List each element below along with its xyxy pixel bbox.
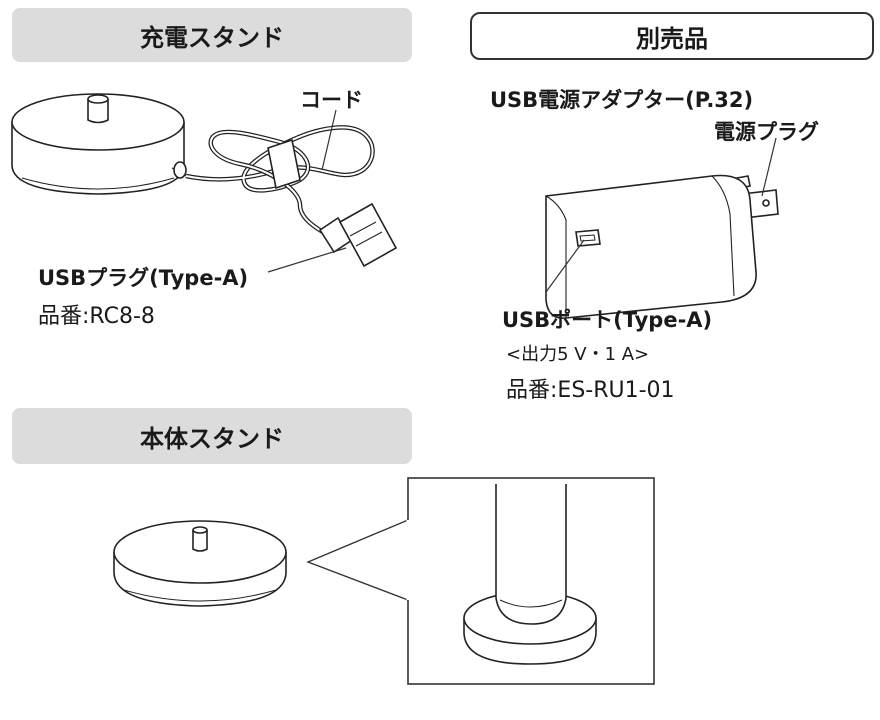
accessory-title: 別売品	[636, 24, 708, 53]
charging-stand-illustration	[11, 93, 398, 268]
body-stand-illustration	[113, 520, 287, 607]
output-spec: <出力5 V・1 A>	[506, 344, 650, 365]
charging-stand-title: 充電スタンド	[140, 23, 284, 52]
charging-stand-part-number: 品番:RC8-8	[38, 304, 155, 329]
cord-label: コード	[300, 88, 363, 112]
charging-stand-header: 充電スタンド	[12, 8, 412, 62]
body-stand-header: 本体スタンド	[12, 408, 412, 464]
detail-zoom-box	[406, 477, 655, 685]
usb-port-label: USBポート(Type-A)	[502, 308, 713, 332]
power-plug-label: 電源プラグ	[714, 120, 819, 144]
adapter-title: USB電源アダプター(P.32)	[490, 88, 754, 112]
usb-adapter-illustration	[545, 174, 779, 319]
adapter-part-number: 品番:ES-RU1-01	[506, 378, 675, 403]
body-stand-title: 本体スタンド	[140, 424, 284, 453]
usb-plug-label: USBプラグ(Type-A)	[38, 266, 249, 290]
accessory-header: 別売品	[470, 12, 874, 60]
